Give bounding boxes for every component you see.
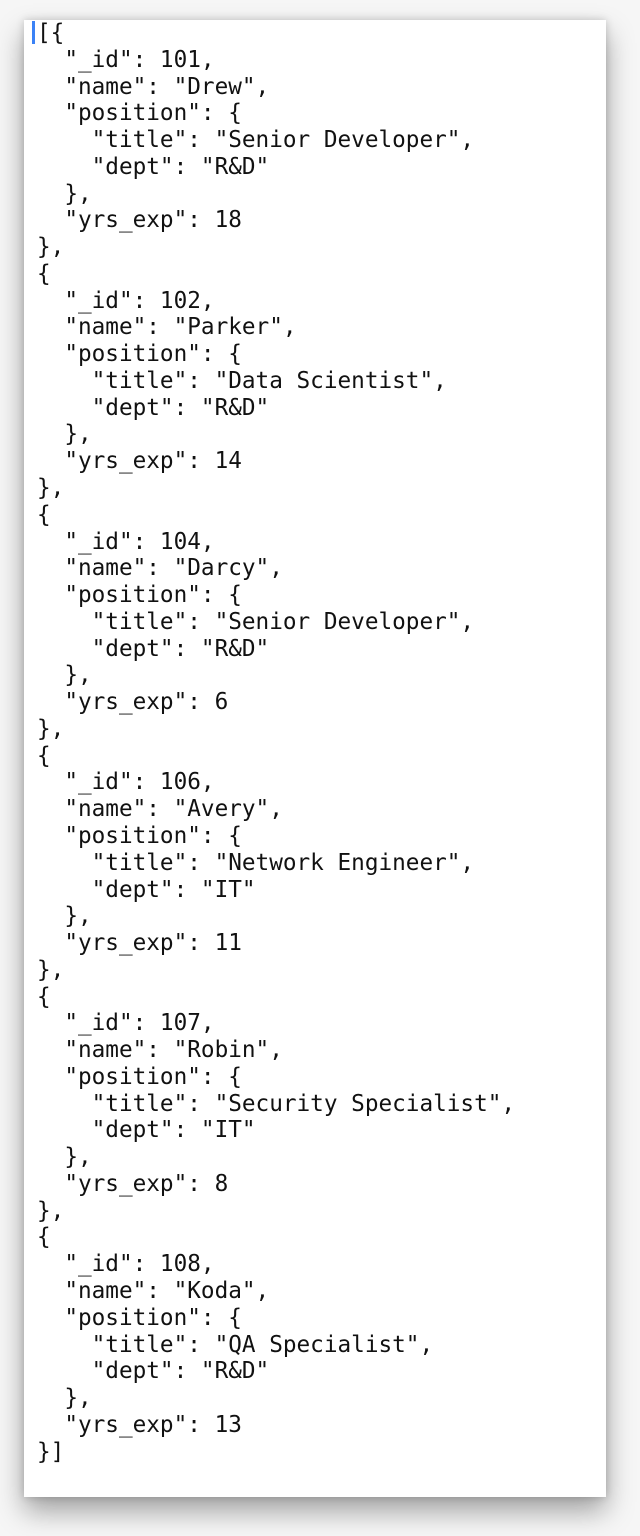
code-line[interactable]: "_id": 107, — [37, 1010, 215, 1037]
code-line[interactable]: }, — [37, 956, 65, 983]
code-line[interactable]: [{ — [37, 20, 65, 46]
code-line[interactable]: }, — [37, 180, 92, 207]
code-line[interactable]: "dept": "R&D" — [37, 394, 270, 421]
code-line[interactable]: "position": { — [37, 100, 242, 127]
code-line[interactable]: "title": "Security Specialist", — [37, 1090, 516, 1117]
code-line[interactable]: "name": "Drew", — [37, 73, 270, 100]
code-line[interactable]: { — [37, 501, 51, 528]
code-line[interactable]: "title": "QA Specialist", — [37, 1331, 434, 1358]
code-line[interactable]: { — [37, 983, 51, 1010]
code-line[interactable]: "name": "Avery", — [37, 796, 283, 823]
code-line[interactable]: "_id": 101, — [37, 46, 215, 73]
code-line[interactable]: "name": "Koda", — [37, 1277, 270, 1304]
code-line[interactable]: "title": "Network Engineer", — [37, 849, 475, 876]
code-line[interactable]: "position": { — [37, 822, 242, 849]
code-line[interactable]: "yrs_exp": 18 — [37, 207, 242, 234]
code-line[interactable]: "position": { — [37, 1063, 242, 1090]
code-line[interactable]: "dept": "R&D" — [37, 635, 270, 662]
code-line[interactable]: "yrs_exp": 8 — [37, 1170, 229, 1197]
code-line[interactable]: }, — [37, 475, 65, 502]
code-line[interactable]: "yrs_exp": 13 — [37, 1411, 242, 1438]
code-line[interactable]: "name": "Darcy", — [37, 555, 283, 582]
code-line[interactable]: }, — [37, 1144, 92, 1171]
code-line[interactable]: "title": "Data Scientist", — [37, 367, 447, 394]
code-line[interactable]: }, — [37, 662, 92, 689]
code-line[interactable]: "name": "Parker", — [37, 314, 297, 341]
code-line[interactable]: "position": { — [37, 582, 242, 609]
code-line[interactable]: }] — [37, 1438, 65, 1465]
text-cursor — [32, 21, 35, 44]
code-line[interactable]: "dept": "R&D" — [37, 153, 270, 180]
code-line[interactable]: }, — [37, 1385, 92, 1412]
code-line[interactable]: "name": "Robin", — [37, 1037, 283, 1064]
code-line[interactable]: "position": { — [37, 341, 242, 368]
code-line[interactable]: "_id": 106, — [37, 769, 215, 796]
code-line[interactable]: "dept": "R&D" — [37, 1358, 270, 1385]
code-line[interactable]: { — [37, 260, 51, 287]
code-line[interactable]: { — [37, 742, 51, 769]
code-line[interactable]: "_id": 104, — [37, 528, 215, 555]
code-line[interactable]: "_id": 108, — [37, 1251, 215, 1278]
code-line[interactable]: "dept": "IT" — [37, 1117, 256, 1144]
code-line[interactable]: "yrs_exp": 14 — [37, 448, 242, 475]
code-line[interactable]: }, — [37, 715, 65, 742]
code-line[interactable]: "yrs_exp": 11 — [37, 930, 242, 957]
code-line[interactable]: "title": "Senior Developer", — [37, 127, 475, 154]
text-editor[interactable]: [{ "_id": 101, "name": "Drew", "position… — [37, 20, 606, 1465]
code-line[interactable]: }, — [37, 421, 92, 448]
code-line[interactable]: "title": "Senior Developer", — [37, 608, 475, 635]
code-line[interactable]: "dept": "IT" — [37, 876, 256, 903]
code-line[interactable]: }, — [37, 1197, 65, 1224]
editor-window: [{ "_id": 101, "name": "Drew", "position… — [24, 20, 606, 1497]
code-line[interactable]: "position": { — [37, 1304, 242, 1331]
code-line[interactable]: "_id": 102, — [37, 287, 215, 314]
code-line[interactable]: { — [37, 1224, 51, 1251]
code-line[interactable]: "yrs_exp": 6 — [37, 689, 229, 716]
code-line[interactable]: }, — [37, 903, 92, 930]
code-line[interactable]: }, — [37, 234, 65, 261]
